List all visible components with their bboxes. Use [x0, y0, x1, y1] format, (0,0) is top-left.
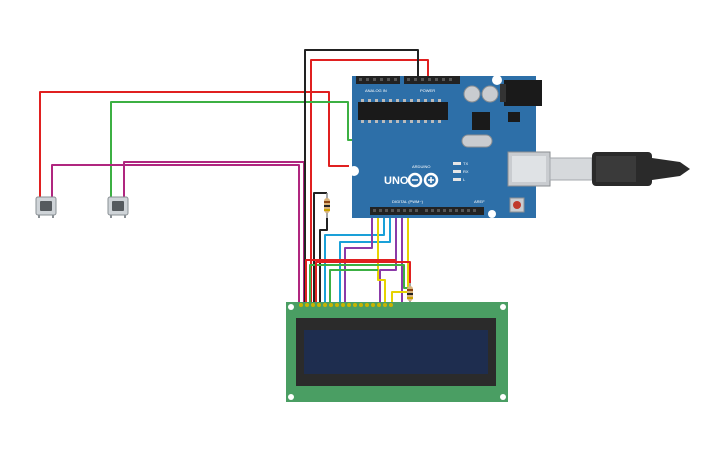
arduino-uno-board[interactable]: ANALOG IN POWER	[349, 75, 551, 218]
analog-header[interactable]	[356, 76, 400, 84]
wires	[39, 49, 429, 305]
resistor-1[interactable]	[324, 193, 330, 218]
wire-black-resistor[interactable]	[313, 192, 327, 305]
regulator-chip	[472, 112, 490, 130]
lcd-16x2[interactable]	[286, 302, 508, 402]
capacitor-1	[463, 85, 481, 103]
wire-red-lcd-2[interactable]	[315, 261, 411, 305]
wire-magenta-button1[interactable]	[51, 164, 300, 305]
rx-label: RX	[463, 169, 469, 174]
wire-green-lcd-2[interactable]	[329, 269, 378, 305]
wire-green-lcd-1[interactable]	[309, 264, 410, 305]
crystal	[461, 134, 493, 148]
wire-blue-rs[interactable]	[324, 212, 385, 305]
l-label: L	[463, 177, 466, 182]
wire-yellow-2[interactable]	[391, 212, 409, 305]
wire-blue-en[interactable]	[339, 212, 391, 305]
wire-purple-2[interactable]	[379, 212, 397, 305]
wire-red-button1[interactable]	[39, 91, 349, 197]
mounting-hole	[349, 166, 359, 176]
analog-header-label: ANALOG IN	[365, 88, 387, 93]
lcd-pin-header[interactable]	[299, 303, 393, 307]
arduino-logo-icon	[407, 172, 439, 188]
lcd-screen	[304, 330, 488, 374]
mounting-hole	[488, 210, 496, 218]
aref-label: AREF	[474, 199, 485, 204]
brand-label: ARDUINO	[412, 164, 430, 169]
atmega-chip	[358, 102, 448, 120]
wire-black-gnd[interactable]	[304, 49, 419, 305]
tx-label: TX	[463, 161, 468, 166]
small-component	[508, 112, 520, 122]
mounting-hole	[500, 304, 506, 310]
capacitor-2	[481, 85, 499, 103]
model-label: UNO	[384, 175, 409, 187]
mounting-hole	[492, 75, 502, 85]
digital-header-label: DIGITAL (PWM~)	[392, 199, 424, 204]
wire-dark-resistor-lcd[interactable]	[319, 218, 328, 305]
usb-cable[interactable]	[549, 152, 690, 186]
resistor-2[interactable]	[407, 283, 413, 305]
power-header[interactable]	[404, 76, 460, 84]
wire-red-5v[interactable]	[310, 59, 429, 305]
push-button-2[interactable]	[107, 196, 129, 218]
mounting-hole	[288, 304, 294, 310]
wire-purple-1[interactable]	[344, 212, 373, 305]
wire-green-button2[interactable]	[110, 101, 365, 212]
power-jack[interactable]	[504, 80, 542, 106]
power-header-label: POWER	[420, 88, 435, 93]
wire-red-lcd-1[interactable]	[305, 259, 396, 305]
wire-magenta-button2[interactable]	[123, 161, 305, 305]
mounting-hole	[288, 394, 294, 400]
push-button-1[interactable]	[35, 196, 57, 218]
wire-yellow-1[interactable]	[377, 212, 386, 305]
mounting-hole	[500, 394, 506, 400]
